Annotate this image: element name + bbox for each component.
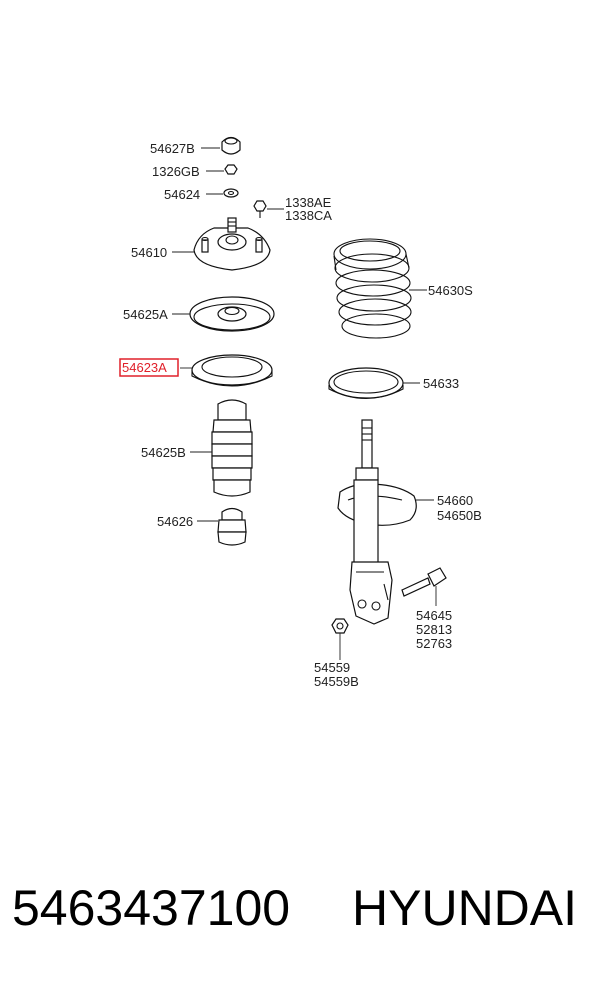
label-54660: 54660	[437, 493, 473, 508]
part-54630S-coil-spring	[333, 238, 412, 339]
label-54633: 54633	[423, 376, 459, 391]
label-54630S: 54630S	[428, 283, 473, 298]
part-54660-strut-assembly	[337, 419, 417, 625]
part-1326GB-nut	[224, 164, 238, 175]
label-54650B: 54650B	[437, 508, 482, 523]
label-54625A: 54625A	[123, 307, 168, 322]
part-54633-spring-pad	[328, 367, 404, 399]
label-54623A: 54623A	[122, 360, 167, 375]
part-54625B-dust-boot	[211, 399, 253, 497]
part-54623A-bearing	[191, 354, 273, 387]
footer-part-number: 5463437100	[12, 880, 291, 936]
part-54626-bump-stopper	[217, 507, 247, 546]
label-52763: 52763	[416, 636, 452, 651]
label-52813: 52813	[416, 622, 452, 637]
footer-brand: HYUNDAI	[352, 880, 578, 936]
part-1338AE-bolt	[253, 200, 267, 218]
label-1338AE: 1338AE	[285, 195, 332, 210]
label-54625B: 54625B	[141, 445, 186, 460]
label-54627B: 54627B	[150, 141, 195, 156]
label-54610: 54610	[131, 245, 167, 260]
label-1338CA: 1338CA	[285, 208, 332, 223]
part-54645-bolt	[401, 567, 447, 597]
part-54624-washer	[223, 188, 239, 198]
part-54625A-spring-seat	[189, 296, 275, 332]
label-54626: 54626	[157, 514, 193, 529]
label-54624: 54624	[164, 187, 200, 202]
label-1326GB: 1326GB	[152, 164, 200, 179]
label-54559: 54559	[314, 660, 350, 675]
label-54645: 54645	[416, 608, 452, 623]
part-54559-nut	[331, 618, 349, 634]
part-54627B-cap-nut	[221, 136, 241, 155]
label-54559B: 54559B	[314, 674, 359, 689]
leader-lines	[172, 147, 437, 660]
highlight-box-54623A	[119, 358, 179, 377]
part-54610-strut-mount	[193, 217, 271, 271]
